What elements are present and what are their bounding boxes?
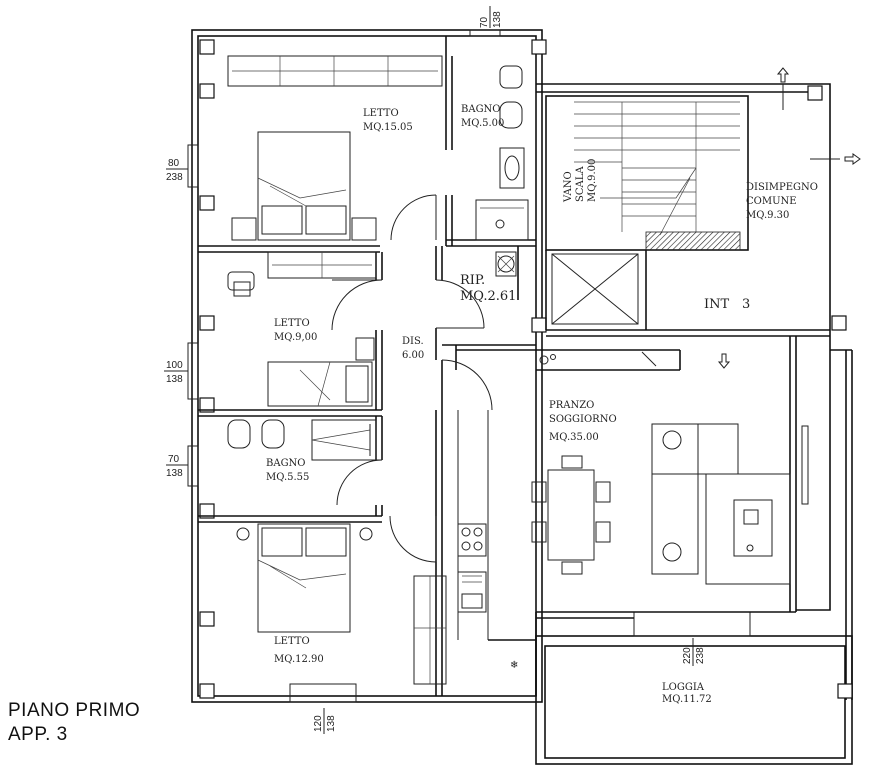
- wardrobe-letto2: [267, 251, 377, 279]
- bagno2-area: MQ.5.55: [266, 472, 309, 483]
- letto3-name: LETTO: [274, 636, 310, 647]
- wardrobe-letto3: [413, 575, 447, 685]
- dis-area: 6.00: [402, 350, 424, 361]
- bagno2-name: BAGNO: [266, 458, 306, 469]
- dim-top-h: 138: [492, 11, 503, 28]
- letto2-name: LETTO: [274, 318, 310, 329]
- loggia-area: MQ.11.72: [662, 694, 712, 705]
- room-labels: LETTO MQ.15.05 BAGNO MQ.5.00 VANO SCALA …: [266, 104, 818, 705]
- coffee-table: [705, 473, 791, 585]
- desk-chair-icon: [227, 271, 255, 297]
- dim-top-w: 70: [479, 16, 490, 28]
- windows: [187, 29, 751, 703]
- fridge-icon: ❄: [510, 660, 518, 671]
- bagno1-name: BAGNO: [461, 104, 501, 115]
- arrow-down-icon: [717, 353, 731, 369]
- dim-left3-h: 138: [166, 468, 183, 479]
- dim-left3-w: 70: [168, 454, 180, 465]
- dim-loggia-h: 238: [695, 647, 706, 664]
- elevator-shaft: [551, 253, 639, 325]
- dim-loggia-w: 220: [682, 647, 693, 664]
- vano-scala-name1: VANO: [563, 171, 574, 203]
- bathroom1-fixtures: [475, 65, 529, 241]
- loggia-name: LOGGIA: [662, 682, 705, 693]
- caption-unit: APP. 3: [8, 724, 68, 745]
- bagno1-area: MQ.5.00: [461, 118, 504, 129]
- interior-walls: [198, 36, 830, 696]
- letto2-area: MQ.9,00: [274, 332, 317, 343]
- stair-steps-right: [622, 167, 696, 217]
- rip-name: RIP.: [460, 273, 485, 288]
- sofa-corner: [651, 423, 739, 575]
- doors: [331, 194, 493, 563]
- dis-name: DIS.: [402, 336, 424, 347]
- rip-area: MQ.2.61: [460, 289, 516, 304]
- int-number: 3: [742, 297, 750, 312]
- caption-floor: PIANO PRIMO: [8, 700, 141, 721]
- wardrobe-letto1: [227, 55, 443, 87]
- vano-scala-area: MQ.9.00: [587, 159, 598, 202]
- vano-scala-name2: SCALA: [575, 166, 586, 202]
- dim-left1-h: 238: [166, 172, 183, 183]
- letto3-area: MQ.12.90: [274, 654, 324, 665]
- bed-double-letto1: [231, 131, 377, 241]
- pranzo-area: MQ.35.00: [549, 432, 599, 443]
- pranzo-name1: PRANZO: [549, 400, 594, 411]
- disimpegno-name2: COMUNE: [746, 196, 797, 207]
- disimpegno-name1: DISIMPEGNO: [746, 182, 818, 193]
- tv-panel: [801, 425, 809, 505]
- outer-walls: [191, 29, 853, 765]
- arrow-right-icon: [810, 153, 861, 165]
- wall-fixture: [539, 351, 657, 367]
- disimpegno-area: MQ.9.30: [746, 210, 789, 221]
- bed-double-letto3: [236, 523, 373, 633]
- pranzo-name2: SOGGIORNO: [549, 414, 617, 425]
- dining-table: [531, 455, 611, 575]
- dim-left2-w: 100: [166, 360, 183, 371]
- letto1-name: LETTO: [363, 108, 399, 119]
- boiler-icon: [495, 251, 517, 277]
- kitchen-fixtures: ❄: [457, 523, 518, 671]
- dim-bottom-h: 138: [326, 715, 337, 732]
- pillars: [199, 39, 853, 699]
- dim-left1-w: 80: [168, 158, 180, 169]
- int-label: INT: [704, 297, 730, 312]
- stairs: [574, 101, 741, 251]
- bed-single-letto2: [267, 337, 375, 407]
- stair-steps-left: [574, 101, 622, 163]
- dimension-labels: 70 138 80 238 100 138 70 138 120 138 220…: [164, 6, 706, 734]
- dim-left2-h: 138: [166, 374, 183, 385]
- dim-bottom-w: 120: [313, 715, 324, 732]
- arrow-up-icon: [776, 67, 790, 110]
- bathroom2-fixtures: [227, 419, 377, 461]
- letto1-area: MQ.15.05: [363, 122, 413, 133]
